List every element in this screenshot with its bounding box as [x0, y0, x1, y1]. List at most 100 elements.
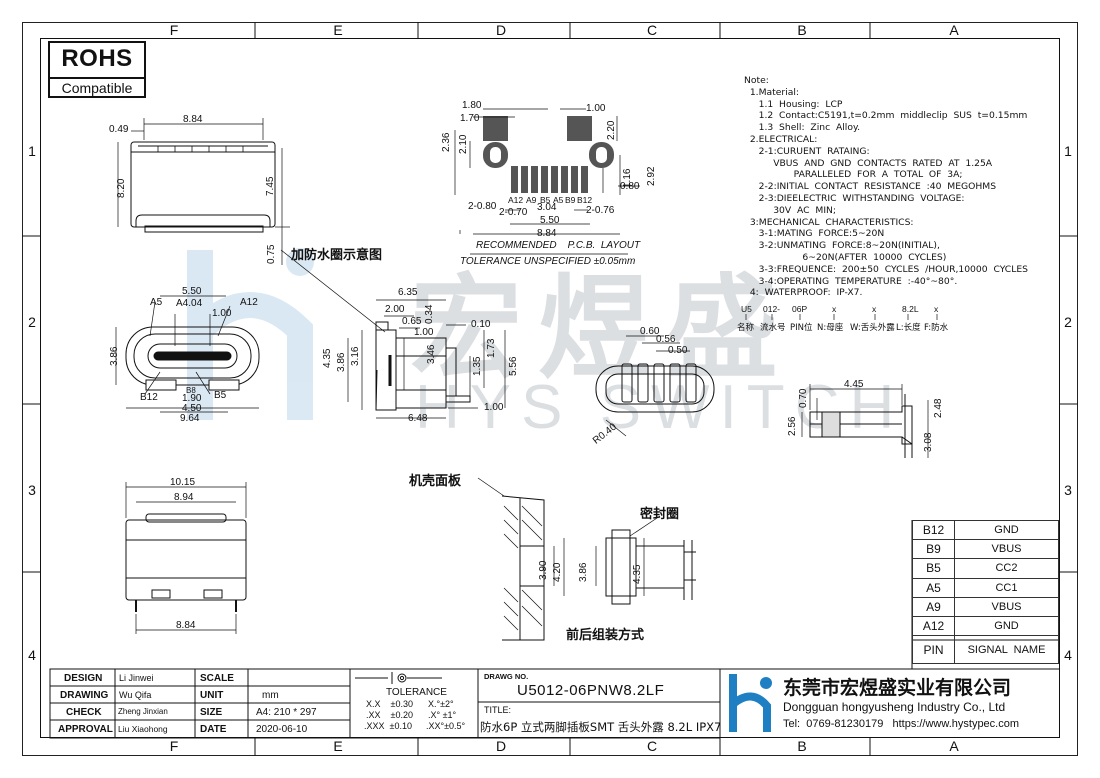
- part-code: x: [832, 304, 837, 314]
- note-line: 3-4:OPERATING TEMPERATURE :-40°~80°.: [744, 275, 958, 287]
- part-code: 06P: [792, 304, 808, 314]
- zone-number-right: 2: [1064, 314, 1072, 330]
- designer-name: Li Jinwei: [119, 673, 154, 683]
- zone-number-right: 1: [1064, 143, 1072, 159]
- title-block-lines: [49, 520, 1060, 739]
- front-view: [115, 295, 260, 413]
- zone-letter-bottom: D: [495, 738, 507, 754]
- dim-label: 0.50: [668, 345, 688, 356]
- dim-label: 10.15: [170, 477, 196, 488]
- watermark-brand: HYS SWITCH: [415, 373, 905, 442]
- pin-cell: A12: [912, 615, 955, 637]
- dim-label: 6.48: [408, 413, 428, 424]
- zone-number-left: 1: [28, 143, 36, 159]
- signal-header: SIGNAL NAME: [954, 635, 1059, 665]
- note-line: 3-2:UNMATING FORCE:8~20N(INITIAL),: [744, 240, 940, 252]
- tolerance-angular: X.°±2°: [428, 699, 454, 709]
- part-meaning: L:长度: [896, 323, 921, 333]
- note-line: 2-2:INITIAL CONTACT RESISTANCE :40 MEGOH…: [744, 181, 997, 193]
- watermark-cn: 宏煜盛: [410, 264, 794, 394]
- pad-label: A12: [508, 195, 524, 205]
- zone-number-right: 3: [1064, 482, 1072, 498]
- watermark-logo: [187, 248, 314, 420]
- note-line: 3-3:FREQUENCE: 200±50 CYCLES /HOUR,10000…: [744, 263, 1028, 275]
- signal-cell: CC2: [954, 558, 1059, 579]
- part-code: x: [934, 304, 939, 314]
- dim-label: 9.64: [180, 413, 200, 424]
- rohs-title: ROHS: [61, 45, 133, 72]
- dim-label: A4.04: [176, 298, 203, 309]
- top-view: [117, 118, 290, 265]
- side-view: [280, 249, 506, 419]
- dim-label: 8.84: [183, 114, 203, 125]
- dim-label: 0.49: [109, 124, 129, 135]
- note-line: 4: WATERPROOF: IP-X7.: [744, 287, 863, 299]
- notes-block: Note: 1.Material: 1.1 Housing: LCP 1.2 C…: [744, 75, 1028, 299]
- drawing-border-outer: [22, 22, 1078, 756]
- tolerance-linear: .XXX ±0.10: [364, 721, 412, 731]
- zone-letter-bottom: F: [169, 738, 179, 754]
- dim-label: 4.50: [182, 403, 202, 414]
- zone-letter-top: D: [495, 22, 507, 38]
- part-meaning: PIN位: [790, 323, 813, 333]
- assembly-label: 前后组装方式: [566, 628, 645, 643]
- company-name-en: Dongguan hongyusheng Industry Co., Ltd: [783, 700, 1006, 714]
- tolerance-title: TOLERANCE: [386, 687, 447, 698]
- rohs-badge: ROHS Compatible: [48, 41, 146, 98]
- note-line: 1.1 Housing: LCP: [744, 98, 843, 110]
- unit-value: mm: [262, 690, 279, 701]
- tolerance-linear: X.X ±0.30: [366, 699, 413, 709]
- dim-label: 8.84: [537, 228, 557, 239]
- dim-label: 5.50: [540, 215, 560, 226]
- zone-letter-top: C: [646, 22, 658, 38]
- dim-label: 8.84: [176, 620, 196, 631]
- note-line: 1.2 Contact:C5191,t=0.2mm middleclip SUS…: [744, 110, 1028, 122]
- dim-label: 1.00: [212, 308, 232, 319]
- pad-label: B9: [565, 195, 576, 205]
- dim-label: 1.00: [586, 103, 606, 114]
- dim-label: 0.56: [656, 334, 676, 345]
- company-contact: Tel: 0769-81230179 https://www.hystypec.…: [783, 718, 1020, 730]
- zone-number-right: 4: [1064, 647, 1072, 663]
- zone-letter-top: A: [949, 22, 959, 38]
- dim-label: 0.80: [620, 181, 640, 192]
- approver-name: Liu Xiaohong: [118, 724, 168, 734]
- title-label: TITLE:: [484, 705, 512, 715]
- zone-letter-bottom: B: [797, 738, 807, 754]
- note-line: 3-1:MATING FORCE:5~20N: [744, 228, 885, 240]
- pcb-tolerance-label: TOLERANCE UNSPECIFIED ±0.05mm: [460, 256, 636, 267]
- dim-label: 0.65: [402, 316, 422, 327]
- waterproof-ring-label: 加防水圈示意图: [291, 248, 383, 263]
- dim-label: 1.00: [414, 327, 434, 338]
- checker-name: Zheng Jinxian: [118, 707, 168, 716]
- dim-label: 1.80: [462, 100, 482, 111]
- role-approval: APPROVAL: [58, 724, 113, 735]
- dim-label: 2-0.80: [468, 201, 497, 212]
- scale-key: SCALE: [200, 673, 234, 684]
- note-line: PARALLELED FOR A TOTAL OF 3A;: [744, 169, 963, 181]
- dim-label: 2.00: [385, 304, 405, 315]
- date-key: DATE: [200, 724, 227, 735]
- dim-label: 6.35: [398, 287, 418, 298]
- dim-label: 0.10: [471, 319, 491, 330]
- part-code: 012-: [763, 304, 781, 314]
- note-line: VBUS AND GND CONTACTS RATED AT 1.25A: [744, 157, 993, 169]
- part-meaning: F:防水: [924, 323, 949, 333]
- part-code: x: [872, 304, 877, 314]
- drawing-no-label: DRAWG NO.: [484, 672, 529, 681]
- pad-label: B12: [577, 195, 593, 205]
- pad-label: B5: [540, 195, 551, 205]
- signal-cell: GND: [954, 519, 1059, 541]
- role-design: DESIGN: [64, 673, 103, 684]
- date-value: 2020-06-10: [256, 724, 308, 735]
- tongue-detail: [595, 335, 715, 437]
- dim-label: 3.04: [537, 202, 557, 213]
- dim-label: 1.90: [182, 393, 202, 404]
- zone-letter-bottom: A: [949, 738, 959, 754]
